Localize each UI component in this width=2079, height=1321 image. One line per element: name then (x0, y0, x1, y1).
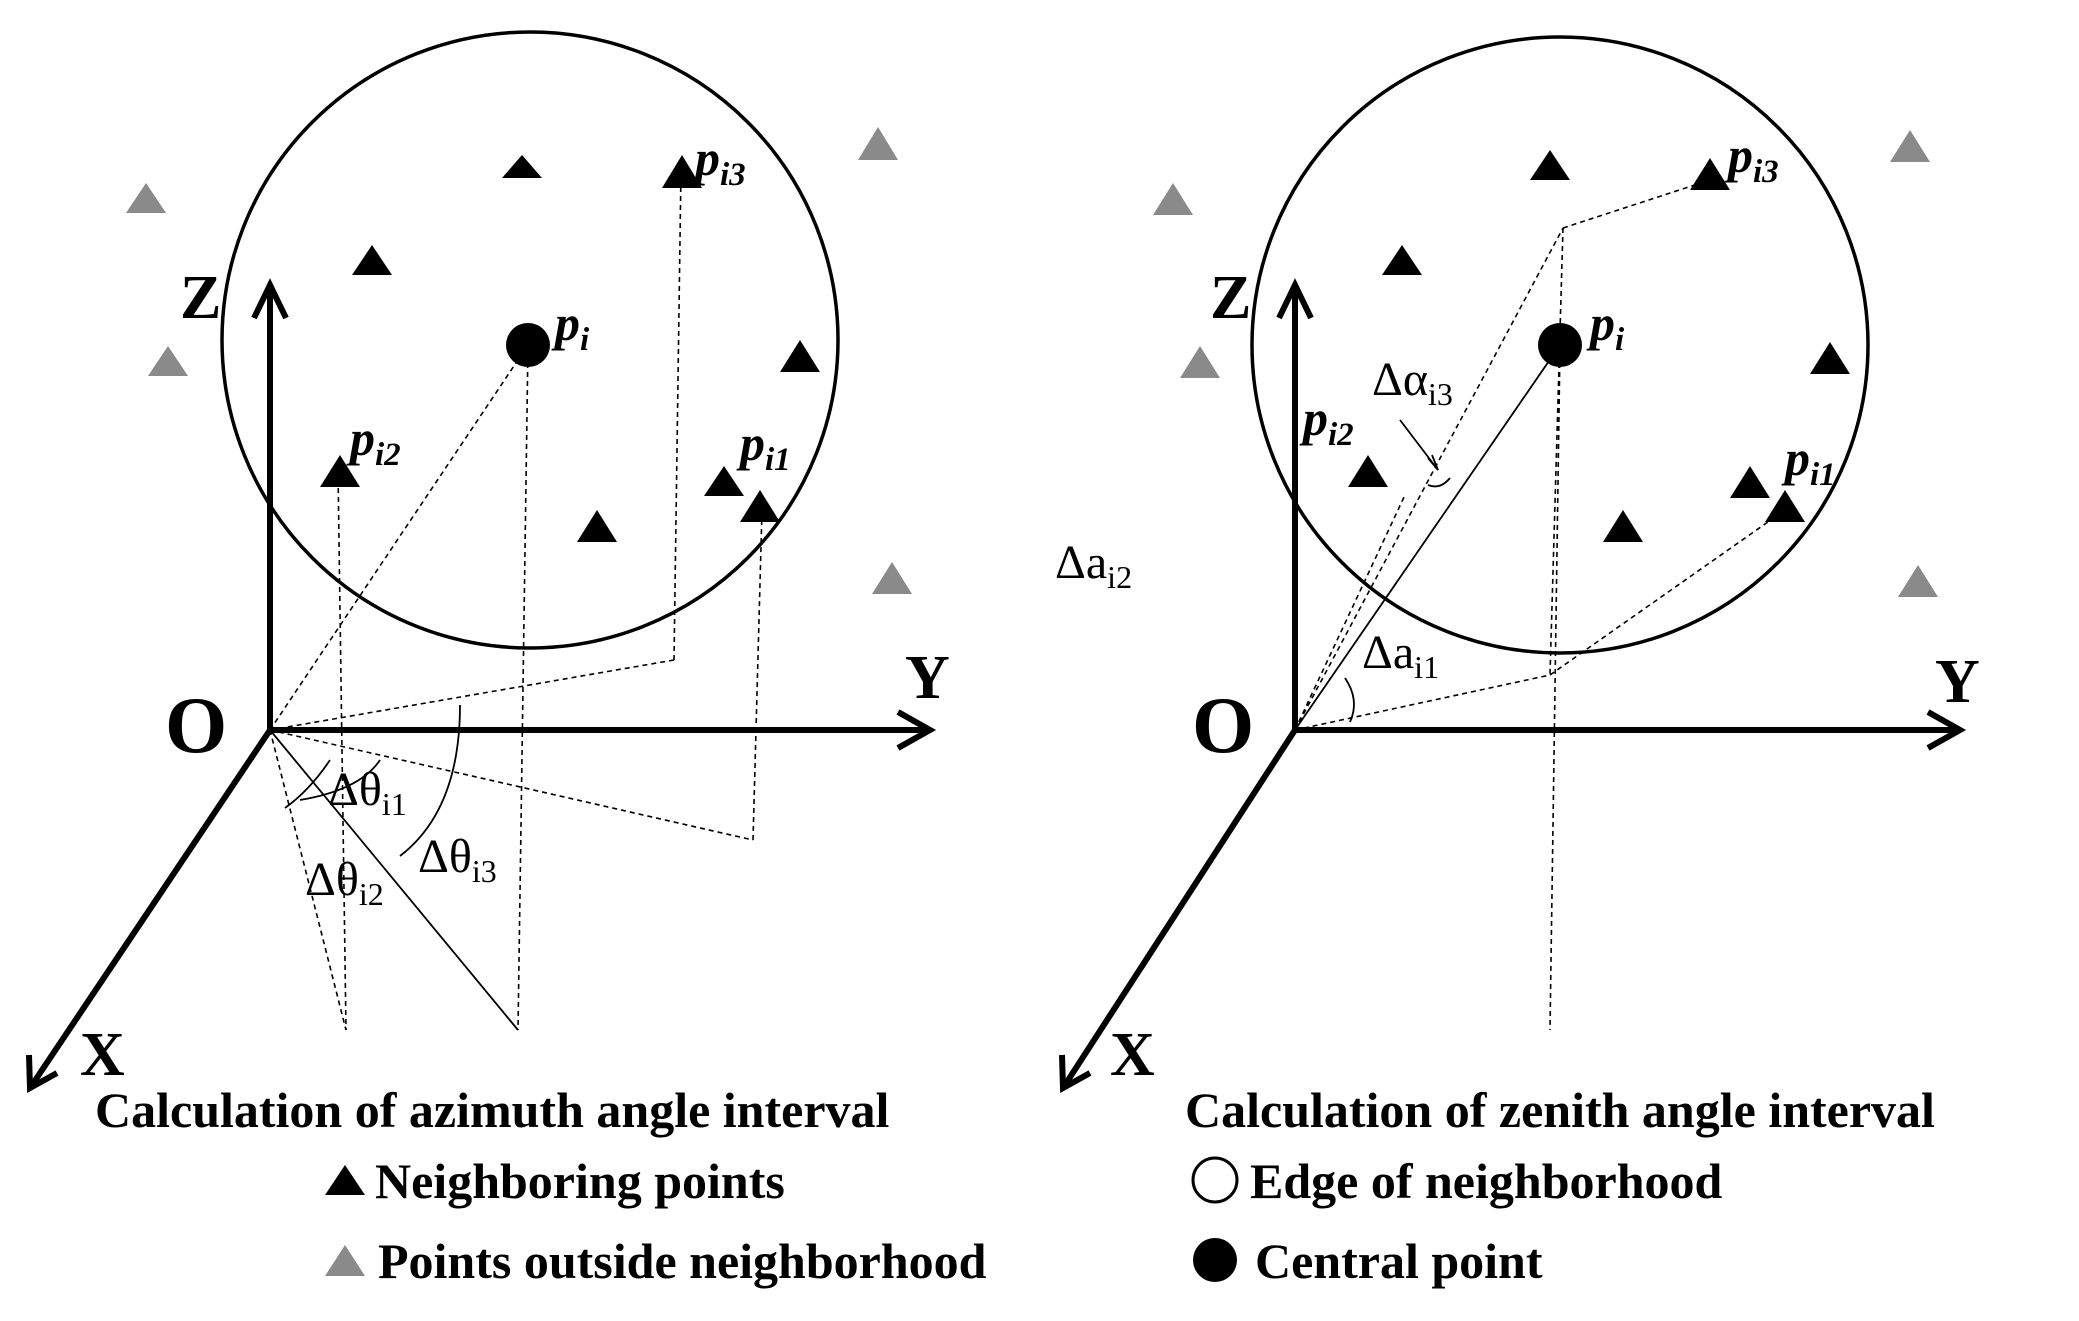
neighborhood-edge-circle (1250, 35, 1870, 655)
axis-y (270, 709, 937, 751)
outside-point-icon (325, 1245, 365, 1276)
point-label-pi3: pi3 (1724, 127, 1779, 190)
outside-point (1153, 183, 1193, 215)
outside-point (1898, 565, 1938, 597)
neighboring-point-pi1 (1765, 490, 1805, 522)
axis-y-label: Y (1935, 648, 1980, 716)
neighboring-point-icon (325, 1165, 365, 1195)
axis-z-label: Z (1210, 264, 1251, 332)
legend-central: Central point (1193, 1233, 1543, 1289)
legend-outside-text: Points outside neighborhood (378, 1233, 987, 1289)
outside-points (126, 127, 912, 594)
outside-point (858, 127, 898, 160)
legend-edge-text: Edge of neighborhood (1250, 1153, 1723, 1209)
angle-label-theta-i2: Δθi2 (305, 853, 384, 912)
neighboring-point (780, 340, 820, 372)
central-point (506, 323, 550, 367)
angle-label-theta-i3: Δθi3 (418, 830, 497, 889)
legend-neighboring: Neighboring points (325, 1153, 785, 1209)
legend: Neighboring points Points outside neighb… (325, 1153, 1723, 1289)
angle-label-a-i1: Δai1 (1362, 626, 1439, 685)
stray-angle-label: Δai2 (1055, 536, 1132, 595)
point-label-pi1: pi1 (1781, 430, 1836, 493)
legend-neighboring-text: Neighboring points (375, 1153, 785, 1209)
edge-circle-icon (1191, 1156, 1239, 1204)
central-point-label: pi (551, 295, 590, 358)
axis-z (251, 278, 289, 730)
angle-label-alpha-i3: Δαi3 (1372, 353, 1453, 412)
origin-label: O (1192, 682, 1254, 770)
outside-point (872, 562, 912, 594)
central-point-icon (1193, 1238, 1237, 1282)
axis-y-label: Y (905, 644, 950, 712)
neighboring-point (1603, 510, 1643, 542)
projection-lines (269, 169, 763, 1031)
origin-label: O (165, 682, 227, 770)
point-label-pi2: pi2 (346, 410, 401, 473)
azimuth-caption: Calculation of azimuth angle interval (95, 1082, 890, 1138)
projection-lines (1294, 179, 1786, 1031)
legend-edge: Edge of neighborhood (1191, 1153, 1723, 1209)
neighboring-point-pi3 (1690, 158, 1730, 190)
outside-point (148, 346, 188, 376)
neighboring-point (502, 155, 542, 178)
neighboring-point-pi2 (1348, 455, 1388, 487)
legend-outside: Points outside neighborhood (325, 1233, 987, 1289)
neighboring-point (352, 245, 392, 275)
outside-point (1890, 130, 1930, 162)
point-label-pi1: pi1 (736, 415, 791, 478)
neighboring-point (1730, 466, 1770, 498)
axis-z (1276, 278, 1314, 730)
axis-x-label: X (80, 1021, 125, 1089)
angle-label-theta-i1: Δθi1 (328, 763, 407, 822)
point-label-pi2: pi2 (1299, 390, 1354, 453)
neighboring-points (1348, 150, 1850, 542)
axis-y (1295, 709, 1967, 751)
legend-central-text: Central point (1255, 1233, 1543, 1289)
azimuth-panel: Z Y X O pi (26, 30, 950, 1138)
neighboring-point (577, 510, 617, 542)
central-point-label: pi (1586, 295, 1625, 358)
neighboring-point (1810, 342, 1850, 374)
outside-points (1153, 130, 1938, 597)
axis-x (1059, 728, 1298, 1094)
central-point (1538, 323, 1582, 367)
neighborhood-edge-circle (220, 30, 840, 650)
neighboring-points (320, 155, 820, 542)
zenith-caption: Calculation of zenith angle interval (1185, 1082, 1935, 1138)
neighboring-point-pi3 (662, 155, 702, 188)
neighboring-point (1530, 150, 1570, 180)
axis-x-label: X (1110, 1021, 1155, 1089)
point-label-pi3: pi3 (691, 130, 746, 193)
neighboring-point-pi1 (740, 490, 780, 522)
neighboring-point (1382, 245, 1422, 275)
neighboring-point (704, 466, 744, 496)
outside-point (1180, 346, 1220, 378)
outside-point (126, 183, 166, 213)
zenith-panel: Z Y X O pi (1059, 35, 1980, 1138)
axis-z-label: Z (180, 264, 221, 332)
axis-x (26, 728, 273, 1094)
neighboring-point-pi2 (320, 455, 360, 487)
